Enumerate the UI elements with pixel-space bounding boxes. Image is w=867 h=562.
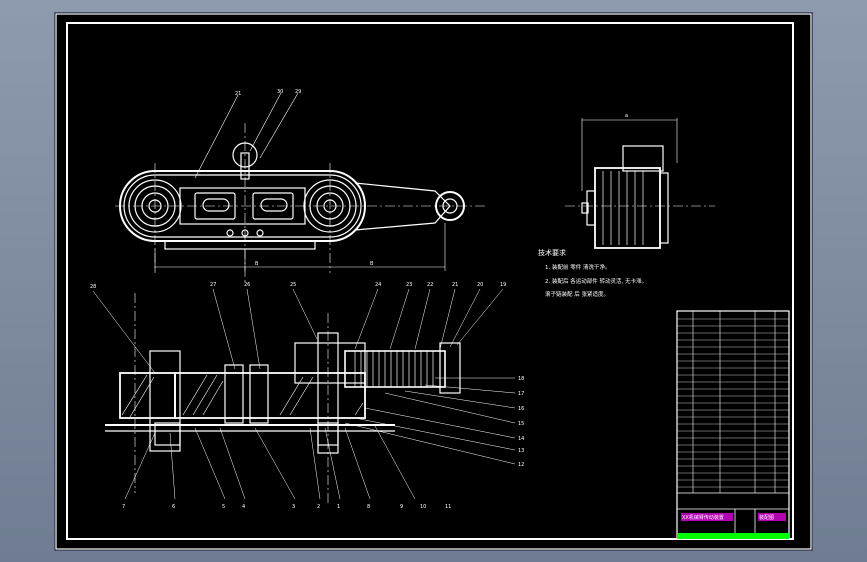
balloon-24: 24 [375, 282, 381, 288]
outer-border [55, 13, 812, 550]
balloon-1: 1 [337, 504, 340, 510]
balloon-26: 26 [244, 282, 250, 288]
inner-border [66, 22, 794, 540]
plan-dimensions [154, 223, 446, 271]
balloon-8: 8 [367, 504, 370, 510]
balloon-plan-21: 21 [235, 91, 241, 97]
note-3: 滚子链装配 后 张紧适度。 [545, 290, 609, 298]
plan-leaders [194, 92, 299, 179]
balloon-7: 7 [122, 504, 125, 510]
section-leaders [92, 288, 516, 500]
balloon-plan-29: 29 [295, 89, 301, 95]
drawing-canvas: B B 21 30 29 a 技术要求 1. 装配前 零件 清洗干净。 2. 装… [55, 13, 812, 550]
section-hatch [121, 374, 364, 418]
balloon-10: 10 [420, 504, 426, 510]
balloon-9: 9 [400, 504, 403, 510]
balloon-13: 13 [518, 448, 524, 454]
plan-view [119, 142, 465, 250]
balloon-22: 22 [427, 282, 433, 288]
centerlines [115, 123, 715, 503]
note-1: 1. 装配前 零件 清洗干净。 [545, 263, 611, 271]
balloon-17: 17 [518, 391, 524, 397]
balloon-15: 15 [518, 421, 524, 427]
balloon-18: 18 [518, 376, 524, 382]
balloon-16: 16 [518, 406, 524, 412]
title-block-sub: 装配图 [759, 514, 774, 521]
balloon-11: 11 [445, 504, 451, 510]
balloon-23: 23 [406, 282, 412, 288]
title-sub-highlight [758, 513, 786, 521]
balloon-28: 28 [90, 284, 96, 290]
balloon-20: 20 [477, 282, 483, 288]
status-bar-green [677, 533, 789, 539]
balloon-25: 25 [290, 282, 296, 288]
balloon-27: 27 [210, 282, 216, 288]
title-block-text: XX机械臂传动装置 [682, 514, 724, 521]
balloon-21: 21 [452, 282, 458, 288]
side-view-motor [581, 118, 678, 249]
section-view [105, 332, 461, 454]
balloon-12: 12 [518, 462, 524, 468]
parts-list [676, 310, 790, 540]
balloon-3: 3 [292, 504, 295, 510]
balloon-6: 6 [172, 504, 175, 510]
dim-label-1: B [255, 261, 259, 267]
balloon-19: 19 [500, 282, 506, 288]
parts-list-rows [677, 318, 789, 488]
note-2: 2. 装配后 各运动部件 转动灵活, 无卡滞。 [545, 277, 647, 285]
dim-label-a: a [625, 113, 628, 119]
chain-teeth [354, 351, 434, 387]
balloon-plan-30: 30 [277, 89, 283, 95]
balloon-4: 4 [242, 504, 245, 510]
dim-label-2: B [370, 261, 374, 267]
balloon-5: 5 [222, 504, 225, 510]
balloon-2: 2 [317, 504, 320, 510]
title-highlight [681, 513, 733, 521]
cad-viewport[interactable]: B B 21 30 29 a 技术要求 1. 装配前 零件 清洗干净。 2. 装… [55, 13, 812, 550]
balloon-14: 14 [518, 436, 524, 442]
notes-title: 技术要求 [538, 248, 566, 257]
